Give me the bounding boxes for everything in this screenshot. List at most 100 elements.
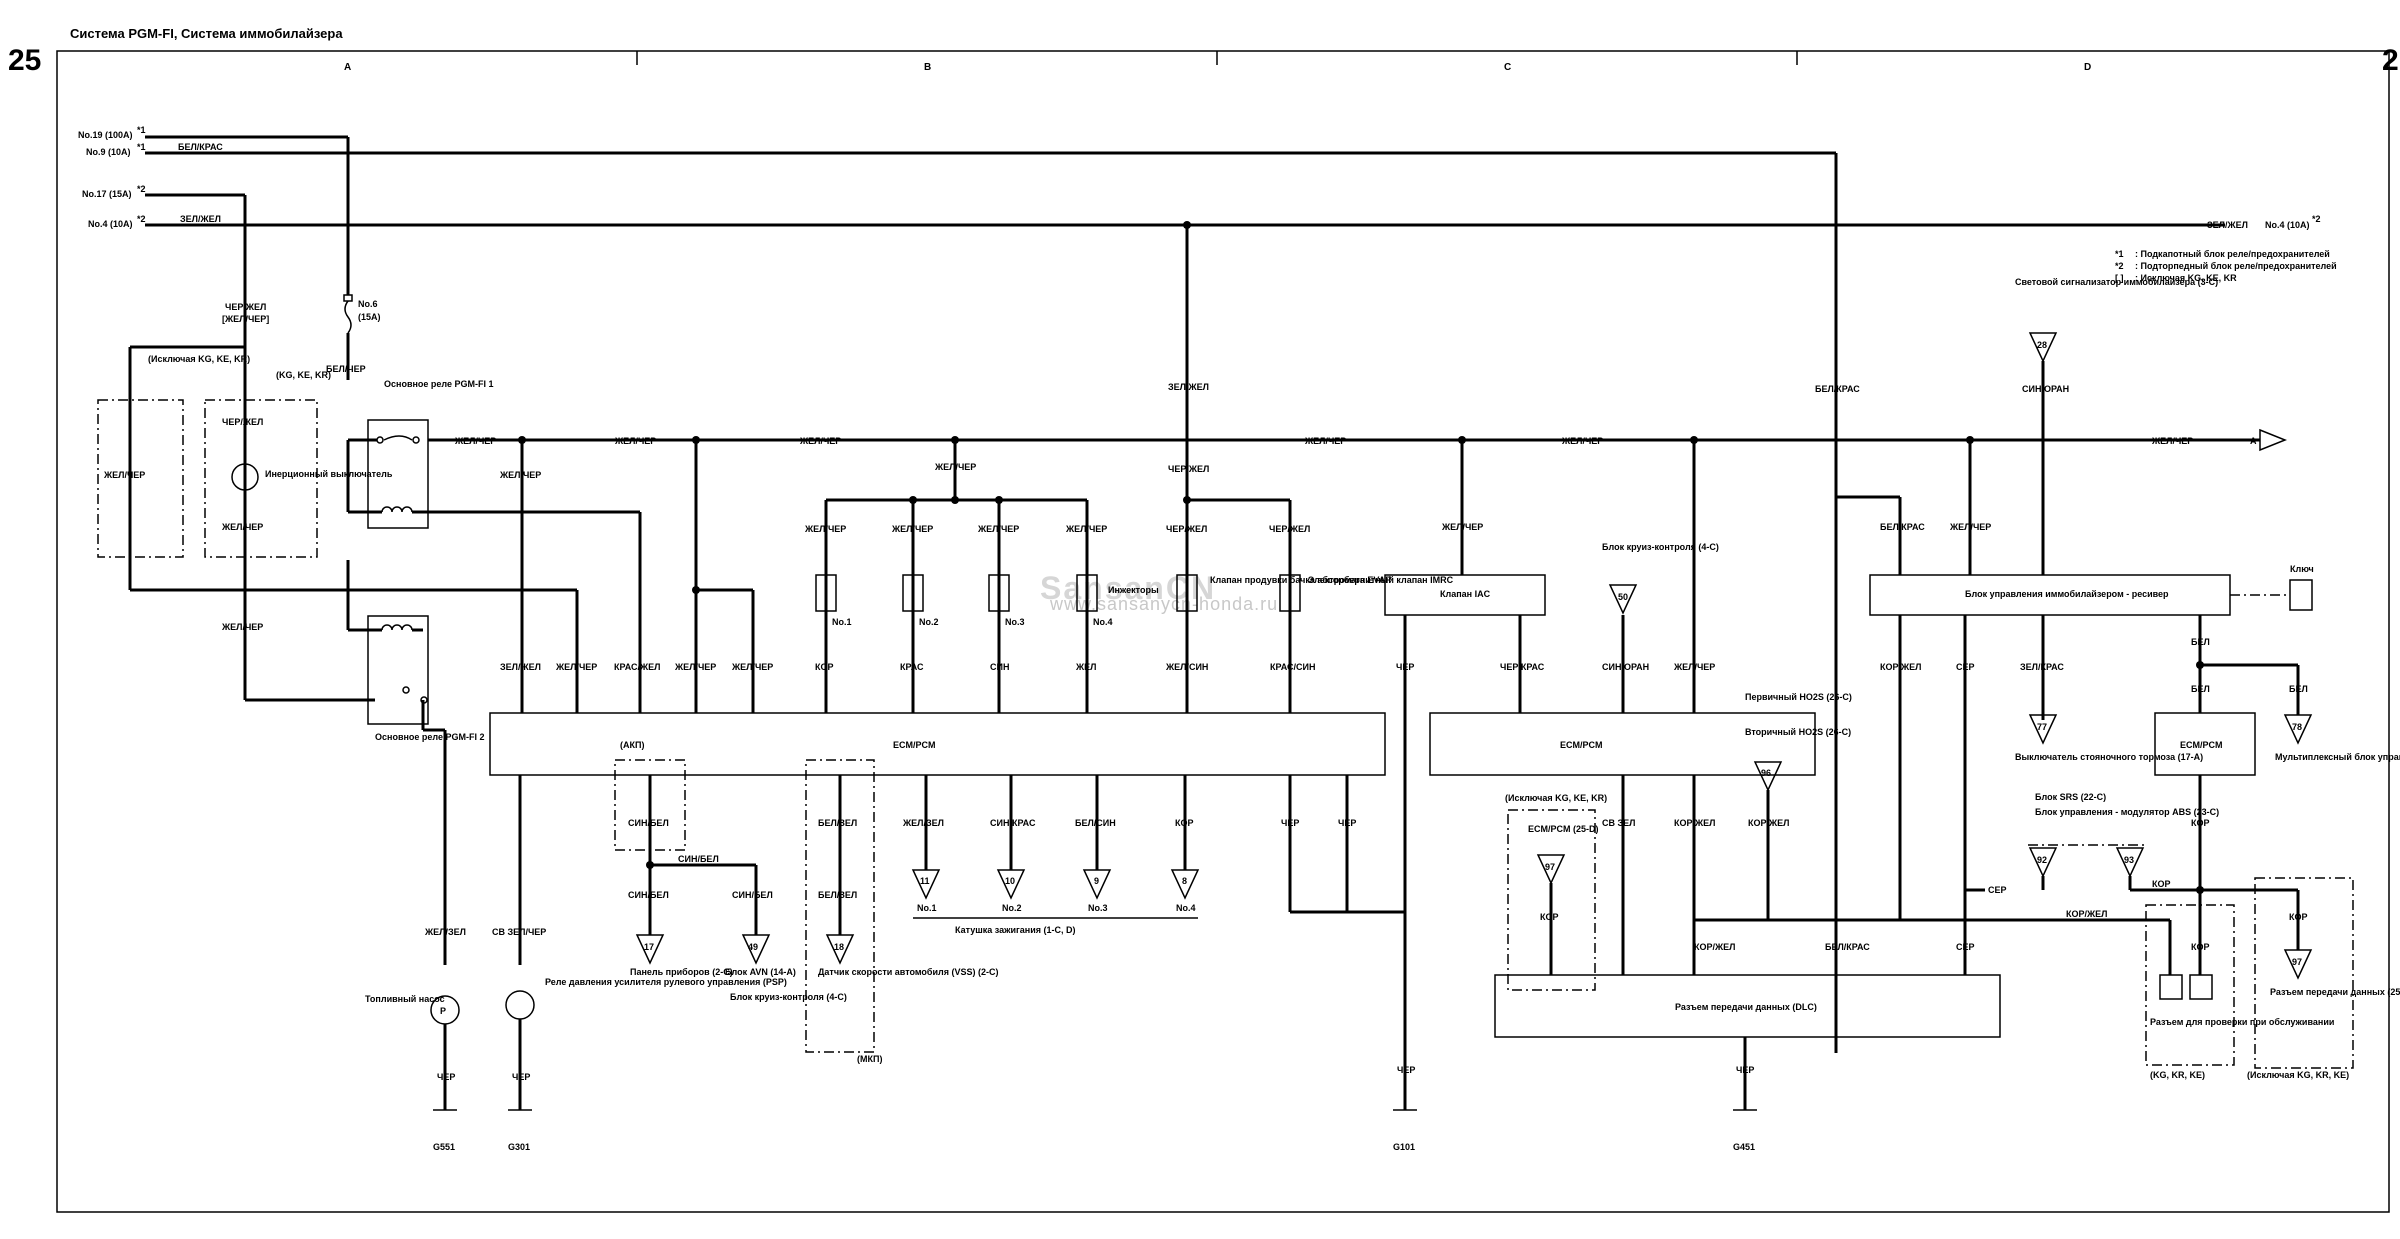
column-d: D	[2084, 62, 2091, 73]
wire-cher-fp: ЧЕР	[437, 1072, 455, 1082]
wire-kor-ref: КОР	[1540, 912, 1559, 922]
ecm-pcm-center: ECM/PCM 50 Блок круиз-контроля (4-C) СИН…	[1429, 440, 1852, 975]
wire-cher-g101: ЧЕР	[1397, 1065, 1415, 1075]
wire-kras-sin: КРАС/СИН	[1270, 662, 1315, 672]
wire-cher-ecm1: ЧЕР	[1281, 818, 1299, 828]
cruise-pin: 50	[1618, 592, 1628, 602]
fuel-pump-psp: P Топливный насос Реле давления усилител…	[365, 977, 787, 1152]
wire-sin-bel-4: СИН/БЕЛ	[732, 890, 773, 900]
wire-sin-bel-2: СИН/БЕЛ	[678, 854, 719, 864]
ground-g101: G101	[1393, 1142, 1415, 1152]
fuse-6-label: No.6	[358, 299, 378, 309]
excl-kg-note: (Исключая KG, KE, KR)	[148, 354, 250, 364]
excl-kg-kr: (Исключая KG, KE, KR)	[1505, 793, 1607, 803]
wire-cher-g451: ЧЕР	[1736, 1065, 1754, 1075]
wire-zhel-cher-c: ЖЕЛ/ЧЕР	[1673, 662, 1715, 672]
watermark-url: www.sansanycn-honda.ru	[1050, 594, 1279, 614]
injector-no2: No.2	[919, 617, 939, 627]
wire-cher-iac: ЧЕР	[1396, 662, 1414, 672]
coil-no4: No.4	[1176, 903, 1196, 913]
coil-pin-8: 8	[1182, 876, 1187, 886]
wire-kor-abs: КОР	[2152, 879, 2171, 889]
bus-zhel-cher: A ЖЕЛ/ЧЕР ЖЕЛ/ЧЕР ЖЕЛ/ЧЕР ЖЕЛ/ЧЕР ЖЕЛ/ЧЕ…	[428, 428, 2288, 713]
ecm-ref-block: (Исключая KG, KE, KR) ECM/PCM (25-D) 97 …	[1505, 793, 1607, 991]
parking-brake-pin: 77	[2037, 722, 2047, 732]
wire-zel-zhel-evap: ЗЕЛ/ЖЕЛ	[1168, 382, 1209, 392]
ho2s-pin: 96	[1761, 768, 1771, 778]
ignition-coil: 11 10 9 8 No.1 No.2 No.3 No.4 Катушка за…	[911, 869, 1200, 935]
psp-label: Реле давления усилителя рулевого управле…	[545, 977, 787, 987]
bus-label-2: ЖЕЛ/ЧЕР	[614, 436, 656, 446]
wire-kor-zhel-c: КОР/ЖЕЛ	[1674, 818, 1715, 828]
wire-kor-zhel-ho2s: КОР/ЖЕЛ	[1748, 818, 1789, 828]
fuse-4-label: No.4 (10A)	[88, 219, 133, 229]
main-relay-1-label: Основное реле PGM-FI 1	[384, 379, 494, 389]
bus-label-3: ЖЕЛ/ЧЕР	[799, 436, 841, 446]
bus-end-a: A	[2250, 436, 2257, 446]
wire-sin-i3: СИН	[990, 662, 1009, 672]
evap-imrc: ЗЕЛ/ЖЕЛ ЧЕР/ЖЕЛ ЧЕР/ЖЕЛ ЧЕР/ЖЕЛ Клапан п…	[1165, 382, 1454, 713]
wire-zhel-zel: ЖЕЛ/ЗЕЛ	[424, 927, 466, 937]
legend-text-2: : Подторпедный блок реле/предохранителей	[2135, 261, 2337, 271]
wire-cher-ecm2: ЧЕР	[1338, 818, 1356, 828]
injector-group: ЖЕЛ/ЧЕР No.1 No.2 No.3 No.4 Инжекторы ЖЕ…	[804, 440, 1159, 713]
wire-sin-bel-1: СИН/БЕЛ	[628, 818, 669, 828]
wire-sin-kras: СИН/КРАС	[990, 818, 1036, 828]
coil-pin-9: 9	[1094, 876, 1099, 886]
wire-sin-oran-d: СИН/ОРАН	[2022, 384, 2069, 394]
legend-mark-1: *1	[2115, 249, 2124, 259]
bus-label-5: ЖЕЛ/ЧЕР	[1561, 436, 1603, 446]
fuse-4-sup: *2	[137, 214, 146, 224]
gauge-panel-label: Панель приборов (2-C)	[630, 967, 733, 977]
parking-brake-label: Выключатель стояночного тормоза (17-A)	[2015, 752, 2203, 762]
main-relay-1: Основное реле PGM-FI 1	[346, 379, 642, 713]
wire-zhel-cher-ecm1: ЖЕЛ/ЧЕР	[555, 662, 597, 672]
wire-kor-i1: КОР	[815, 662, 834, 672]
wire-cher-zhel-e2: ЧЕР/ЖЕЛ	[1269, 524, 1310, 534]
srs-pin: 92	[2037, 855, 2047, 865]
wire-zel-kras: ЗЕЛ/КРАС	[2020, 662, 2064, 672]
service-connector: Разъем для проверки при обслуживании (KG…	[2145, 877, 2400, 1080]
cruise-unit-label: Блок круиз-контроля (4-C)	[1602, 542, 1719, 552]
fuel-pump-label: Топливный насос	[365, 994, 445, 1004]
legend: *1 : Подкапотный блок реле/предохранител…	[2115, 249, 2337, 283]
wire-bel-multi: БЕЛ	[2289, 684, 2308, 694]
main-relay-2-label: Основное реле PGM-FI 2	[375, 732, 485, 742]
ground-g551: G551	[433, 1142, 455, 1152]
injector-no4: No.4	[1093, 617, 1113, 627]
fuse-17-label: No.17 (15A)	[82, 189, 132, 199]
fuse-9-sup: *1	[137, 142, 146, 152]
wire-zhel-cher-b: ЖЕЛ/ЧЕР	[221, 522, 263, 532]
abs-label: Блок управления - модулятор ABS (23-C)	[2035, 807, 2219, 817]
immo-indicator-pin: 28	[2037, 340, 2047, 350]
wire-zhel-cher-i3: ЖЕЛ/ЧЕР	[977, 524, 1019, 534]
imrc-valve-label: Электромагнитный клапан IMRC	[1308, 575, 1454, 585]
wire-sin-oran-c: СИН/ОРАН	[1602, 662, 1649, 672]
fuse-no6: No.6 (15A) БЕЛ/ЧЕР	[326, 294, 381, 380]
ground-g451: G451	[1733, 1142, 1755, 1152]
inertia-switch-symbol	[231, 463, 259, 491]
primary-ho2s-label: Первичный HO2S (26-C)	[1745, 692, 1852, 702]
column-c: C	[1504, 62, 1511, 73]
wire-zel-zhel-ecm: ЗЕЛ/ЖЕЛ	[500, 662, 541, 672]
wire-zhel-cher-i4: ЖЕЛ/ЧЕР	[1065, 524, 1107, 534]
fuse-9-label: No.9 (10A)	[86, 147, 131, 157]
injector-no3: No.3	[1005, 617, 1025, 627]
mkp-label: (МКП)	[857, 1054, 882, 1064]
wire-kras-i2: КРАС	[900, 662, 924, 672]
immo-unit-label: Блок управления иммобилайзером - ресивер	[1965, 589, 2169, 599]
wire-bel-cher: БЕЛ/ЧЕР	[326, 364, 366, 374]
vss-pin: 18	[834, 942, 844, 952]
wire-bel-kras-dlc: БЕЛ/КРАС	[1825, 942, 1870, 952]
column-b: B	[924, 62, 931, 73]
coil-no1: No.1	[917, 903, 937, 913]
wire-kor-dlcref: КОР	[2289, 912, 2308, 922]
vss-label: Датчик скорости автомобиля (VSS) (2-C)	[818, 967, 998, 977]
coil-no2: No.2	[1002, 903, 1022, 913]
excl-kg-kr-ke-label: (Исключая KG, KR, KE)	[2247, 1070, 2349, 1080]
wire-sin-bel-3: СИН/БЕЛ	[628, 890, 669, 900]
page-title: Система PGM-FI, Система иммобилайзера	[70, 26, 343, 41]
immobilizer: Световой сигнализатор иммобилайзера (3-C…	[1815, 277, 2400, 975]
wire-cher-kras: ЧЕР/КРАС	[1500, 662, 1545, 672]
fuse-4-right-label: No.4 (10A)	[2265, 220, 2310, 230]
